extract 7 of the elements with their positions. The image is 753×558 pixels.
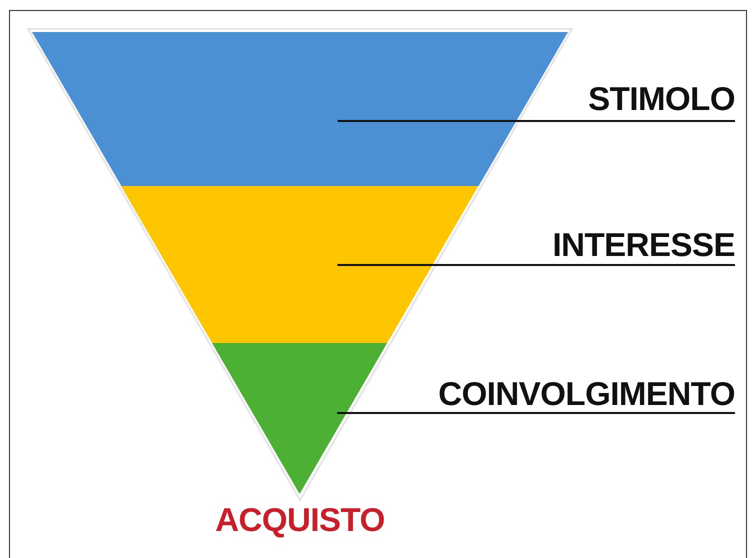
stage-label: COINVOLGIMENTO <box>438 377 735 410</box>
stage-label: INTERESSE <box>552 228 735 261</box>
leader-line <box>337 412 735 414</box>
leader-line <box>337 264 735 266</box>
stage-label: STIMOLO <box>588 82 735 115</box>
leader-line <box>338 120 735 122</box>
funnel-outcome-label: ACQUISTO <box>214 503 386 536</box>
